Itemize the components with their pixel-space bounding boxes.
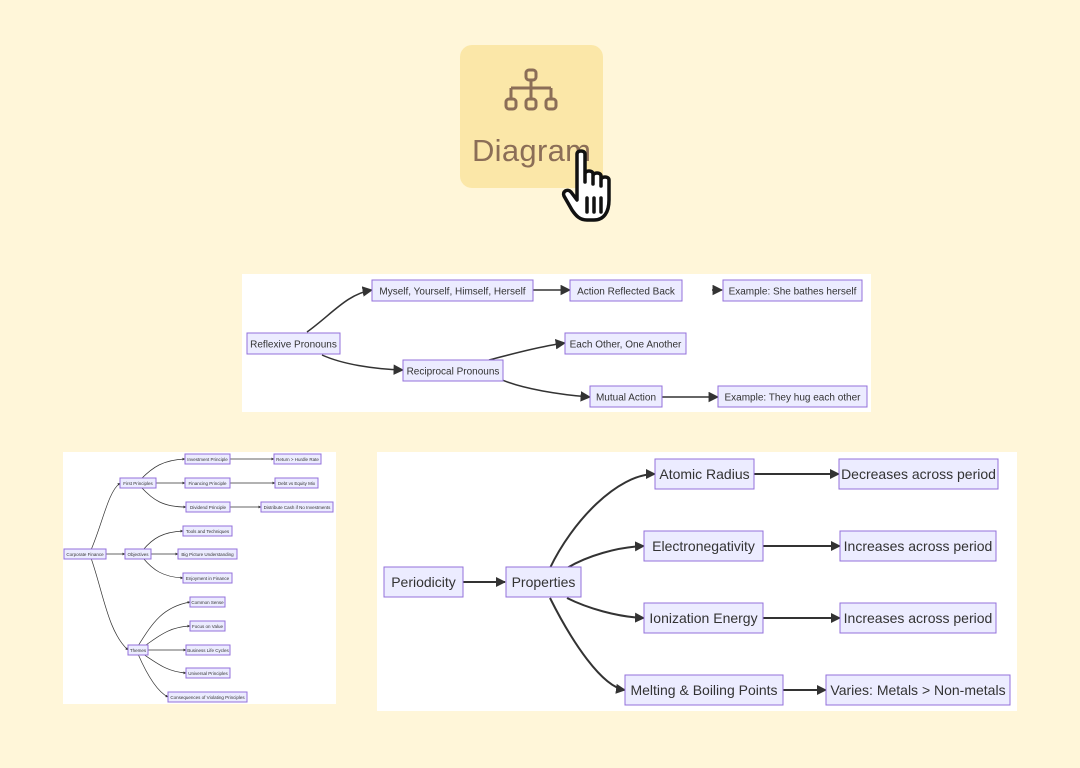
node-example-bathes: Example: She bathes herself — [722, 279, 863, 302]
diagram-card-label: Diagram — [472, 133, 592, 168]
svg-text:Varies: Metals > Non-metals: Varies: Metals > Non-metals — [830, 682, 1005, 698]
svg-text:Enjoyment in Finance: Enjoyment in Finance — [186, 576, 230, 581]
node-return-hurdle: Return > Hurdle Rate — [273, 453, 322, 465]
node-focus-value: Focus on Value — [189, 620, 226, 632]
svg-text:Corporate Finance: Corporate Finance — [66, 552, 104, 557]
node-melting-boiling: Melting & Boiling Points — [624, 674, 784, 706]
svg-text:Debt vs Equity Mix: Debt vs Equity Mix — [278, 481, 316, 486]
svg-text:Ionization Energy: Ionization Energy — [649, 610, 757, 626]
node-each-other: Each Other, One Another — [564, 332, 687, 355]
svg-text:Objectives: Objectives — [127, 552, 149, 557]
node-investment-principle: Investment Principle — [184, 453, 231, 465]
svg-text:Example: They hug each other: Example: They hug each other — [724, 393, 861, 404]
svg-text:Financing Principle: Financing Principle — [188, 481, 227, 486]
svg-text:Increases across period: Increases across period — [844, 610, 993, 626]
node-big-picture: Big Picture Understanding — [177, 548, 238, 560]
svg-text:Myself, Yourself, Himself, Her: Myself, Yourself, Himself, Herself — [379, 287, 525, 298]
svg-text:Tools and Techniques: Tools and Techniques — [186, 529, 230, 534]
node-common-sense: Common Sense — [189, 596, 226, 608]
svg-text:Investment Principle: Investment Principle — [187, 457, 228, 462]
node-ionization-energy: Ionization Energy — [643, 602, 764, 634]
node-increases-1: Increases across period — [839, 530, 997, 562]
node-atomic-radius: Atomic Radius — [654, 458, 755, 490]
node-financing-principle: Financing Principle — [184, 477, 231, 489]
svg-text:Return > Hurdle Rate: Return > Hurdle Rate — [276, 457, 319, 462]
svg-text:First Principles: First Principles — [123, 481, 153, 486]
node-universal-principles: Universal Principles — [185, 667, 231, 679]
node-distribute-cash: Distribute Cash if No Investments — [260, 501, 334, 513]
node-tools-techniques: Tools and Techniques — [182, 525, 233, 537]
svg-text:Action Reflected Back: Action Reflected Back — [577, 287, 676, 298]
node-business-life: Business Life Cycles — [185, 644, 231, 656]
node-reciprocal-pronouns: Reciprocal Pronouns — [402, 359, 504, 382]
svg-text:Properties: Properties — [512, 574, 576, 590]
node-example-hug: Example: They hug each other — [717, 385, 868, 408]
periodicity-diagram: Periodicity Properties Atomic Radius Dec… — [377, 452, 1017, 711]
svg-text:Atomic Radius: Atomic Radius — [659, 466, 749, 482]
node-objectives: Objectives — [124, 548, 152, 560]
node-mutual-action: Mutual Action — [589, 385, 663, 408]
svg-text:Focus on Value: Focus on Value — [192, 624, 223, 629]
node-periodicity: Periodicity — [383, 566, 464, 598]
node-increases-2: Increases across period — [839, 602, 997, 634]
node-debt-equity: Debt vs Equity Mix — [274, 477, 319, 489]
node-electronegativity: Electronegativity — [643, 530, 764, 562]
svg-text:Decreases across period: Decreases across period — [841, 466, 996, 482]
svg-text:Increases across period: Increases across period — [844, 538, 993, 554]
node-corporate-finance: Corporate Finance — [63, 548, 107, 560]
node-decreases: Decreases across period — [838, 458, 999, 490]
node-varies: Varies: Metals > Non-metals — [825, 674, 1011, 706]
node-themes: Themes — [127, 644, 149, 656]
sitemap-icon — [504, 68, 558, 111]
pronouns-diagram: Reflexive Pronouns Myself, Yourself, Him… — [242, 274, 871, 412]
node-consequences: Consequences of Violating Principles — [167, 691, 248, 703]
svg-text:Common Sense: Common Sense — [191, 600, 224, 605]
svg-text:Distribute Cash if No Investme: Distribute Cash if No Investments — [264, 505, 332, 510]
svg-text:Reflexive Pronouns: Reflexive Pronouns — [250, 340, 337, 351]
svg-text:Business Life Cycles: Business Life Cycles — [187, 648, 229, 653]
node-myself-yourself: Myself, Yourself, Himself, Herself — [371, 279, 534, 302]
svg-text:Periodicity: Periodicity — [391, 574, 456, 590]
node-enjoyment: Enjoyment in Finance — [182, 572, 233, 584]
svg-text:Universal Principles: Universal Principles — [188, 671, 228, 676]
svg-text:Dividend Principle: Dividend Principle — [190, 505, 227, 510]
node-first-principles: First Principles — [119, 477, 157, 489]
svg-text:Reciprocal Pronouns: Reciprocal Pronouns — [407, 367, 500, 378]
svg-text:Themes: Themes — [130, 648, 147, 653]
hand-pointer-icon — [561, 149, 611, 222]
node-action-reflected: Action Reflected Back — [569, 279, 683, 302]
node-reflexive-pronouns: Reflexive Pronouns — [246, 332, 341, 355]
svg-text:Consequences of Violating Prin: Consequences of Violating Principles — [170, 695, 245, 700]
svg-text:Example: She bathes herself: Example: She bathes herself — [729, 287, 857, 298]
svg-text:Melting & Boiling Points: Melting & Boiling Points — [630, 682, 777, 698]
node-dividend-principle: Dividend Principle — [185, 501, 231, 513]
svg-text:Mutual Action: Mutual Action — [596, 393, 656, 404]
corporate-finance-diagram: Corporate Finance First Principles Inves… — [63, 452, 336, 704]
svg-text:Electronegativity: Electronegativity — [652, 538, 755, 554]
svg-text:Each Other, One Another: Each Other, One Another — [570, 340, 682, 351]
node-properties: Properties — [505, 566, 582, 598]
svg-text:Big Picture Understanding: Big Picture Understanding — [181, 552, 234, 557]
